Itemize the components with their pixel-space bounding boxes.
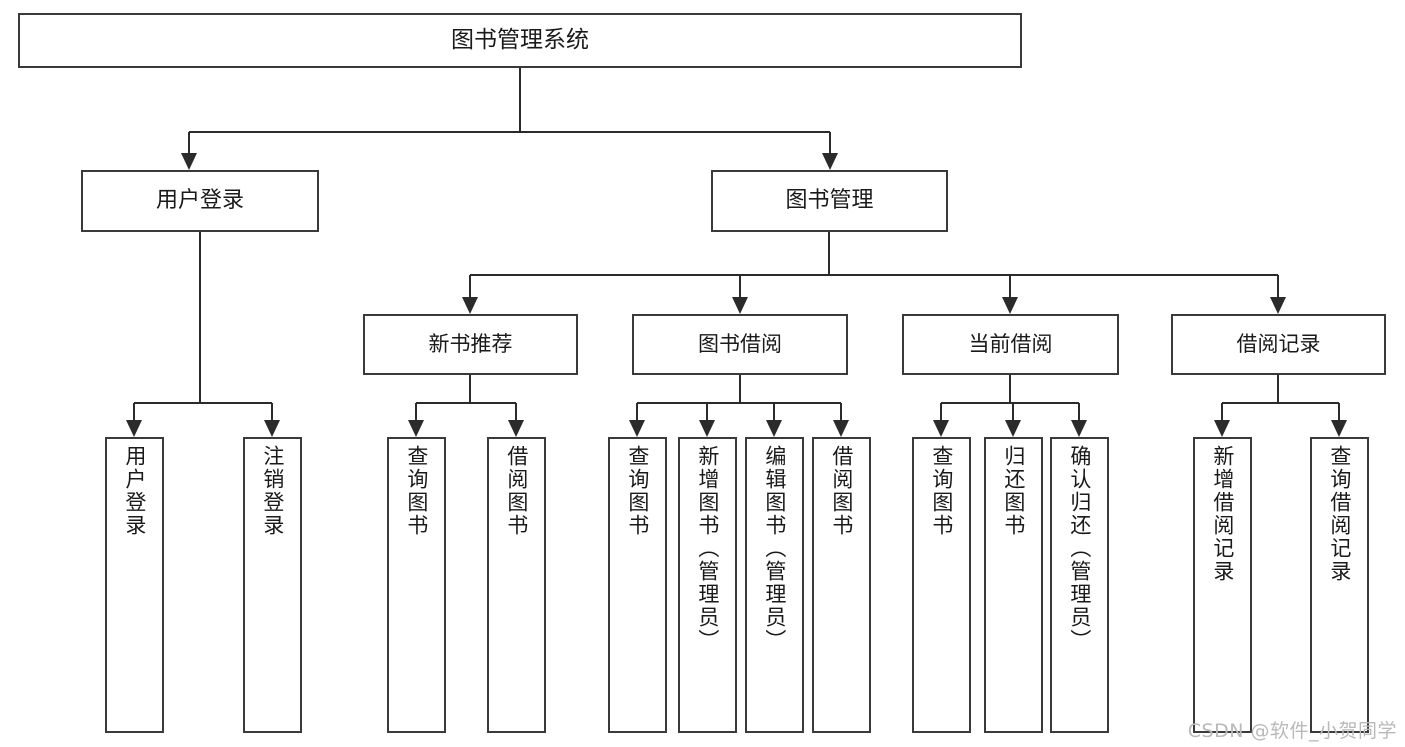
node-book-borrow[interactable]: 图书借阅 xyxy=(632,314,848,375)
arrowhead-icon xyxy=(181,153,197,170)
edge-stem-record_to_leaves xyxy=(1277,375,1279,403)
node-leaf-borrow-book-1[interactable]: 借阅图书 xyxy=(487,437,546,733)
csdn-watermark: CSDN @软件_小贺同学 xyxy=(1187,720,1397,742)
edge-drop-level2_to_level3 xyxy=(469,275,471,298)
node-leaf-user-login[interactable]: 用户登录 xyxy=(105,437,164,733)
node-leaf-user-logout[interactable]: 注销登录 xyxy=(243,437,302,733)
edge-bar-record_to_leaves xyxy=(1222,402,1339,404)
node-borrow-record[interactable]: 借阅记录 xyxy=(1171,314,1386,375)
node-label: 图书管理系统 xyxy=(451,26,589,53)
node-leaf-return-book[interactable]: 归还图书 xyxy=(984,437,1043,733)
node-label: 新书推荐 xyxy=(428,332,513,357)
arrowhead-icon xyxy=(408,420,424,437)
arrowhead-icon xyxy=(462,297,478,314)
node-current-borrow[interactable]: 当前借阅 xyxy=(902,314,1119,375)
node-leaf-borrow-book-2[interactable]: 借阅图书 xyxy=(812,437,871,733)
node-label: 新增借阅记录 xyxy=(1210,445,1235,583)
node-label: 确认归还（管理员） xyxy=(1067,445,1092,652)
node-label: 借阅图书 xyxy=(504,445,529,537)
arrowhead-icon xyxy=(766,420,782,437)
edge-drop-borrow_to_leaves xyxy=(636,403,638,421)
edge-bar-user_login_to_leaves xyxy=(134,402,272,404)
edge-bar-borrow_to_leaves xyxy=(637,402,841,404)
edge-drop-borrow_to_leaves xyxy=(773,403,775,421)
edge-drop-current_to_leaves xyxy=(1078,403,1080,421)
edge-drop-record_to_leaves xyxy=(1338,403,1340,421)
edge-drop-user_login_to_leaves xyxy=(133,403,135,421)
node-leaf-query-book-3[interactable]: 查询图书 xyxy=(912,437,971,733)
arrowhead-icon xyxy=(822,153,838,170)
arrowhead-icon xyxy=(1214,420,1230,437)
node-label: 借阅图书 xyxy=(829,445,854,537)
node-leaf-edit-book-admin[interactable]: 编辑图书（管理员） xyxy=(745,437,804,733)
node-leaf-query-borrow-record[interactable]: 查询借阅记录 xyxy=(1310,437,1369,733)
node-user-login[interactable]: 用户登录 xyxy=(81,170,319,232)
arrowhead-icon xyxy=(1071,420,1087,437)
edge-drop-level2_to_level3 xyxy=(739,275,741,298)
node-book-manage[interactable]: 图书管理 xyxy=(711,170,948,232)
edge-drop-current_to_leaves xyxy=(940,403,942,421)
node-leaf-add-book-admin[interactable]: 新增图书（管理员） xyxy=(678,437,737,733)
arrowhead-icon xyxy=(1005,420,1021,437)
edge-stem-level2_to_level3 xyxy=(828,232,830,275)
node-label: 查询借阅记录 xyxy=(1327,445,1352,583)
edge-drop-level2_to_level3 xyxy=(1009,275,1011,298)
edge-bar-root_to_level2 xyxy=(189,131,830,133)
node-root-system[interactable]: 图书管理系统 xyxy=(18,13,1022,68)
arrowhead-icon xyxy=(1331,420,1347,437)
edge-drop-borrow_to_leaves xyxy=(840,403,842,421)
edge-stem-root_to_level2 xyxy=(519,68,521,132)
edge-drop-recommend_to_leaves xyxy=(415,403,417,421)
node-label: 借阅记录 xyxy=(1236,332,1321,357)
edge-stem-recommend_to_leaves xyxy=(469,375,471,403)
arrowhead-icon xyxy=(629,420,645,437)
edge-drop-user_login_to_leaves xyxy=(271,403,273,421)
node-label: 查询图书 xyxy=(929,445,954,537)
arrowhead-icon xyxy=(933,420,949,437)
arrowhead-icon xyxy=(699,420,715,437)
arrowhead-icon xyxy=(732,297,748,314)
edge-drop-record_to_leaves xyxy=(1221,403,1223,421)
node-label: 用户登录 xyxy=(155,188,244,214)
edge-bar-current_to_leaves xyxy=(941,402,1079,404)
node-label: 新增图书（管理员） xyxy=(695,445,720,652)
node-new-book-recommend[interactable]: 新书推荐 xyxy=(363,314,578,375)
edge-stem-current_to_leaves xyxy=(1009,375,1011,403)
edge-stem-borrow_to_leaves xyxy=(739,375,741,403)
node-label: 编辑图书（管理员） xyxy=(762,445,787,652)
node-label: 当前借阅 xyxy=(968,332,1053,357)
edge-bar-level2_to_level3 xyxy=(470,274,1278,276)
node-leaf-query-book-2[interactable]: 查询图书 xyxy=(608,437,667,733)
edge-drop-recommend_to_leaves xyxy=(515,403,517,421)
node-leaf-add-borrow-record[interactable]: 新增借阅记录 xyxy=(1193,437,1252,733)
node-label: 图书管理 xyxy=(785,188,874,214)
node-label: 查询图书 xyxy=(625,445,650,537)
arrowhead-icon xyxy=(1270,297,1286,314)
node-leaf-query-book-1[interactable]: 查询图书 xyxy=(387,437,446,733)
node-label: 归还图书 xyxy=(1001,445,1026,537)
edge-drop-level2_to_level3 xyxy=(1277,275,1279,298)
node-label: 注销登录 xyxy=(260,445,285,537)
node-label: 查询图书 xyxy=(404,445,429,537)
arrowhead-icon xyxy=(833,420,849,437)
edge-stem-user_login_to_leaves xyxy=(199,232,201,403)
edge-drop-borrow_to_leaves xyxy=(706,403,708,421)
arrowhead-icon xyxy=(126,420,142,437)
arrowhead-icon xyxy=(264,420,280,437)
edge-bar-recommend_to_leaves xyxy=(416,402,516,404)
arrowhead-icon xyxy=(1002,297,1018,314)
edge-drop-root_to_level2 xyxy=(829,132,831,154)
arrowhead-icon xyxy=(508,420,524,437)
edge-drop-root_to_level2 xyxy=(188,132,190,154)
node-label: 图书借阅 xyxy=(698,332,782,357)
edge-drop-current_to_leaves xyxy=(1012,403,1014,421)
node-leaf-confirm-return-admin[interactable]: 确认归还（管理员） xyxy=(1050,437,1109,733)
node-label: 用户登录 xyxy=(122,445,147,537)
